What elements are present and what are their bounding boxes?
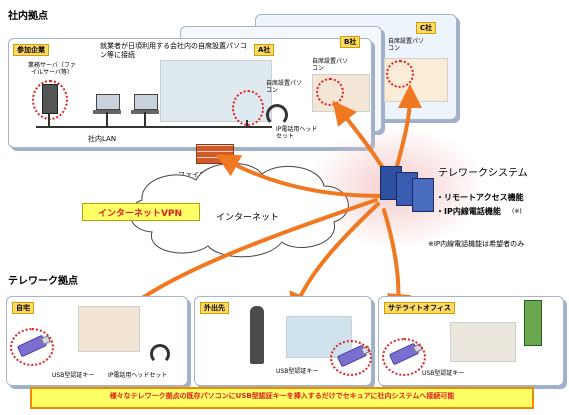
arrow-to-away xyxy=(289,202,380,318)
server-highlight xyxy=(32,80,68,120)
bottom-banner-text: 様々なテレワーク拠点の既存パソコンにUSB型認証キーを挿入するだけでセキュアに社… xyxy=(109,392,455,400)
desk-pc-highlight xyxy=(232,90,264,126)
away-usb-label: USB型認証キー xyxy=(276,368,319,375)
lan-line xyxy=(36,126,272,128)
company-a-panel xyxy=(8,38,372,148)
participating-company-tag: 参加企業 xyxy=(13,44,49,56)
system-feature-2-mark: (※) xyxy=(512,208,522,215)
home-ip-headset-label: IP電話用ヘッドセット xyxy=(108,372,168,379)
company-c-tag: C社 xyxy=(416,22,437,34)
away-tag: 外出先 xyxy=(200,302,229,314)
company-a-description: 就業者が日頃利用する会社内の自席設置パソコン等に接続 xyxy=(100,42,247,59)
bottom-banner xyxy=(30,387,534,409)
company-a-tag: A社 xyxy=(254,44,275,56)
person-figure xyxy=(250,306,264,364)
home-scene xyxy=(78,306,140,352)
system-note: ※IP内線電話機能は希望者のみ xyxy=(428,240,525,248)
system-title: テレワークシステム xyxy=(438,168,528,179)
lan-drop-laptop2 xyxy=(144,112,146,126)
ip-headset-label: IP電話用ヘッドセット xyxy=(276,126,318,140)
home-headset-icon xyxy=(150,344,170,364)
lan-drop-laptop1 xyxy=(106,112,108,126)
company-c-desk-pc-label: 自席設置パソコン xyxy=(388,38,425,52)
arrow-to-office xyxy=(215,154,382,198)
system-feature-1: ・リモートアクセス機能 xyxy=(436,193,524,202)
system-feature-2: ・IP内線電話機能 xyxy=(436,207,501,216)
internet-label: インターネット xyxy=(216,213,280,223)
arrow-to-c xyxy=(394,84,422,172)
lan-drop-server xyxy=(48,114,50,126)
home-tag: 自宅 xyxy=(12,302,34,314)
company-b-tag: B社 xyxy=(340,36,361,48)
lan-drop-desk xyxy=(246,120,248,126)
desk-pc-label: 自席設置パソコン xyxy=(266,80,303,94)
satellite-tag: サテライトオフィス xyxy=(384,302,455,314)
company-b-pc-highlight xyxy=(316,78,344,106)
home-usb-highlight xyxy=(10,328,54,366)
lan-label: 社内LAN xyxy=(88,135,117,143)
business-server-label: 業務サーバ（ファイルサーバ等） xyxy=(28,62,76,76)
headset-icon xyxy=(266,104,288,126)
office-base-heading: 社内拠点 xyxy=(8,11,48,22)
vpn-label: インターネットVPN xyxy=(97,209,183,219)
satellite-usb-highlight xyxy=(382,338,426,376)
satellite-usb-label: USB型認証キー xyxy=(422,370,465,377)
building-icon xyxy=(524,300,542,346)
company-b-desk-pc-label: 自席設置パソコン xyxy=(312,58,349,72)
away-usb-highlight xyxy=(330,340,372,376)
satellite-office-scene xyxy=(450,322,516,362)
vpn-badge xyxy=(82,203,200,221)
system-server-icon-3 xyxy=(412,178,434,212)
telework-base-heading: テレワーク拠点 xyxy=(8,276,78,287)
home-usb-label: USB型認証キー xyxy=(52,372,95,379)
